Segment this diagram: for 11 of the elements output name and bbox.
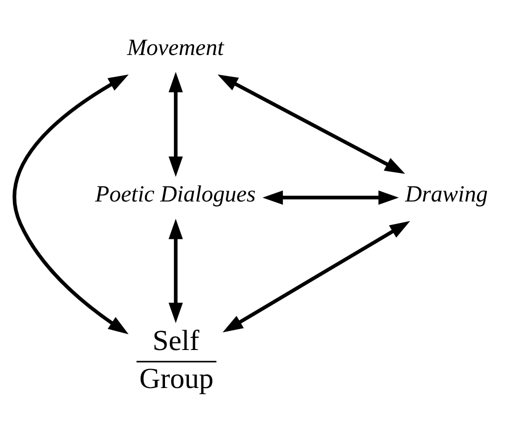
node-label: Self	[152, 325, 200, 358]
node-text: Poetic Dialogues	[95, 182, 256, 208]
arrow	[218, 74, 406, 174]
arrow	[12, 74, 129, 334]
arrow	[262, 190, 399, 205]
node-text: Movement	[127, 35, 224, 62]
node-label: Group	[139, 362, 214, 395]
arrow	[168, 72, 183, 177]
node-text: Drawing	[405, 182, 488, 208]
arrow	[168, 218, 183, 324]
arrow	[222, 221, 410, 332]
